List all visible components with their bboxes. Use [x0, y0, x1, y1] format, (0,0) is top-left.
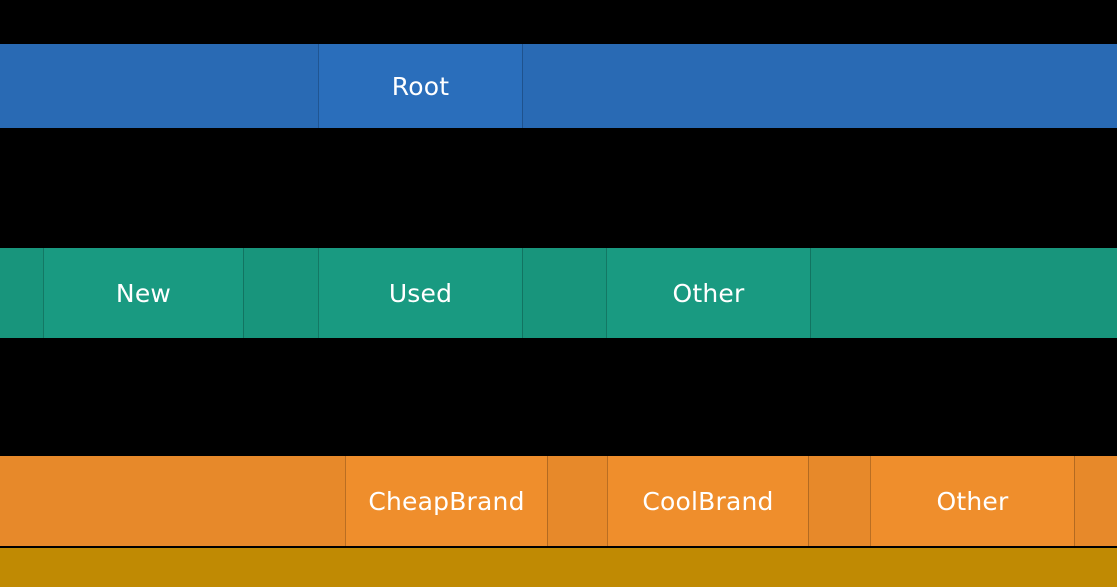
node-segment-1-2[interactable] [243, 248, 318, 338]
node-segment-2-2[interactable] [547, 456, 607, 546]
node-segment-1-4[interactable] [522, 248, 606, 338]
node-new[interactable]: New [43, 248, 243, 338]
level-root: Root [0, 44, 1117, 128]
node-label: Other [672, 278, 745, 308]
node-cheapbrand[interactable]: CheapBrand [345, 456, 547, 546]
node-segment-1-0[interactable] [0, 248, 43, 338]
node-label: Other [936, 486, 1009, 516]
node-segment-0-0[interactable] [0, 44, 318, 128]
node-label: Used [388, 278, 453, 308]
node-coolbrand[interactable]: CoolBrand [607, 456, 808, 546]
node-segment-3-0[interactable] [0, 548, 1117, 587]
node-segment-2-6[interactable] [1074, 456, 1117, 546]
node-segment-2-4[interactable] [808, 456, 870, 546]
level-brand: CheapBrand CoolBrand Other [0, 456, 1117, 546]
node-segment-1-6[interactable] [810, 248, 1117, 338]
node-used[interactable]: Used [318, 248, 522, 338]
node-label: New [115, 278, 172, 308]
level-condition: New Used Other [0, 248, 1117, 338]
node-root[interactable]: Root [318, 44, 522, 128]
node-label: CoolBrand [642, 486, 774, 516]
node-segment-0-2[interactable] [522, 44, 1117, 128]
level-detail [0, 548, 1117, 587]
node-label: Root [391, 71, 450, 101]
node-label: CheapBrand [368, 486, 525, 516]
node-segment-2-0[interactable] [0, 456, 345, 546]
node-other[interactable]: Other [606, 248, 810, 338]
node-other[interactable]: Other [870, 456, 1074, 546]
